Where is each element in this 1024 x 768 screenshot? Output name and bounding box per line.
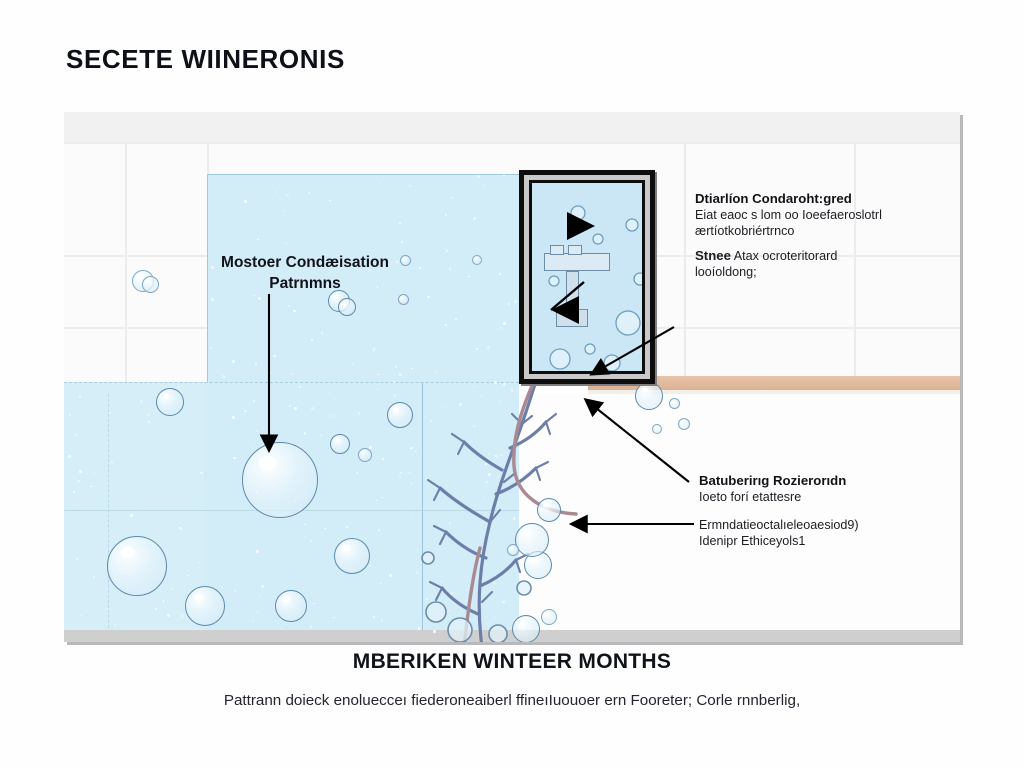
bubble-medium bbox=[537, 498, 561, 522]
figure-panel: Mostoer Condæisation Patrnmns Dtiarlíon … bbox=[64, 112, 960, 642]
bubble-medium bbox=[387, 402, 413, 428]
bubble-small bbox=[142, 276, 159, 293]
faucet-knob-icon bbox=[568, 245, 582, 255]
caption-title: MBERIKEN WINTEER MONTHS bbox=[352, 650, 672, 673]
callout-lower-body2-1: Idenipr Ethiceyols1 bbox=[699, 534, 806, 548]
bubble-large bbox=[242, 442, 318, 518]
bubble-small bbox=[678, 418, 690, 430]
callout-upper-body2-2: looíoldong; bbox=[695, 265, 757, 279]
callout-upper-body-2: ærtíotkobriértrnco bbox=[695, 224, 795, 238]
callout-upper-heading-2: Stnee Atax ocroteritorard bbox=[695, 248, 838, 263]
bubble-small bbox=[358, 448, 372, 462]
bubble-medium bbox=[512, 615, 540, 642]
bubble-small bbox=[330, 434, 350, 454]
bubble-small bbox=[472, 255, 482, 265]
counter-shadow bbox=[588, 390, 960, 394]
panel-divider-dashed bbox=[64, 382, 519, 383]
faucet-knob-icon bbox=[550, 245, 564, 255]
callout-lower-heading: Batuberirıg Rozierorıdn bbox=[699, 473, 847, 488]
inset-frame bbox=[529, 180, 645, 374]
callout-upper: Dtiarlíon Condaroht:gred Eiat eaoc s lom… bbox=[695, 190, 882, 280]
bubble-medium bbox=[185, 586, 225, 626]
bubble-medium bbox=[635, 382, 663, 410]
bubble-small bbox=[669, 398, 680, 409]
condensation-detail-inset[interactable] bbox=[519, 170, 655, 384]
bubble-small bbox=[541, 609, 557, 625]
floor-strip bbox=[64, 630, 960, 642]
panel-divider-dashed-vertical bbox=[108, 394, 109, 638]
callout-lower-body-1: Ioeto forí etattesre bbox=[699, 490, 802, 504]
counter-band bbox=[588, 376, 960, 390]
caption-subtitle: Pattrann doieck enoluecceı fiederoneaibe… bbox=[223, 692, 801, 709]
label-line-2: Patrnmns bbox=[269, 275, 341, 292]
bubble-small bbox=[507, 544, 519, 556]
bubble-medium bbox=[156, 388, 184, 416]
tile-grout-line bbox=[125, 142, 127, 382]
inset-bubble-layer bbox=[548, 205, 642, 371]
label-moisture-condensation: Mostoer Condæisation Patrnmns bbox=[190, 252, 420, 294]
callout-lower-heading-2: Ermndatieoctalıeleoaesiod9) bbox=[699, 518, 859, 532]
tile-grout-line bbox=[684, 142, 686, 382]
bubble-small bbox=[400, 255, 411, 266]
tile-grout-line bbox=[64, 142, 960, 144]
bubble-medium bbox=[515, 523, 549, 557]
callout-upper-heading: Dtiarlíon Condaroht:gred bbox=[695, 191, 852, 206]
bubble-medium bbox=[275, 590, 307, 622]
condensation-edge-line bbox=[422, 382, 423, 638]
condensation-upper-panel bbox=[207, 174, 524, 383]
tile-grout-line bbox=[854, 142, 856, 382]
callout-upper-body-1: Eiat eaoc s lom oo Ioeefaeroslotrl bbox=[695, 208, 882, 222]
label-line-1: Mostoer Condæisation bbox=[221, 254, 389, 271]
page-title: SECETE WIINERONIS bbox=[66, 44, 345, 74]
bubble-medium bbox=[334, 538, 370, 574]
bubble-small bbox=[338, 298, 356, 316]
figure-inner: Mostoer Condæisation Patrnmns Dtiarlíon … bbox=[64, 112, 960, 642]
bubble-large bbox=[107, 536, 167, 596]
callout-lower: Batuberirıg Rozierorıdn Ioeto forí etatt… bbox=[699, 472, 859, 549]
bubble-small bbox=[652, 424, 662, 434]
bubble-small bbox=[398, 294, 409, 305]
wall-top-band bbox=[64, 112, 960, 142]
